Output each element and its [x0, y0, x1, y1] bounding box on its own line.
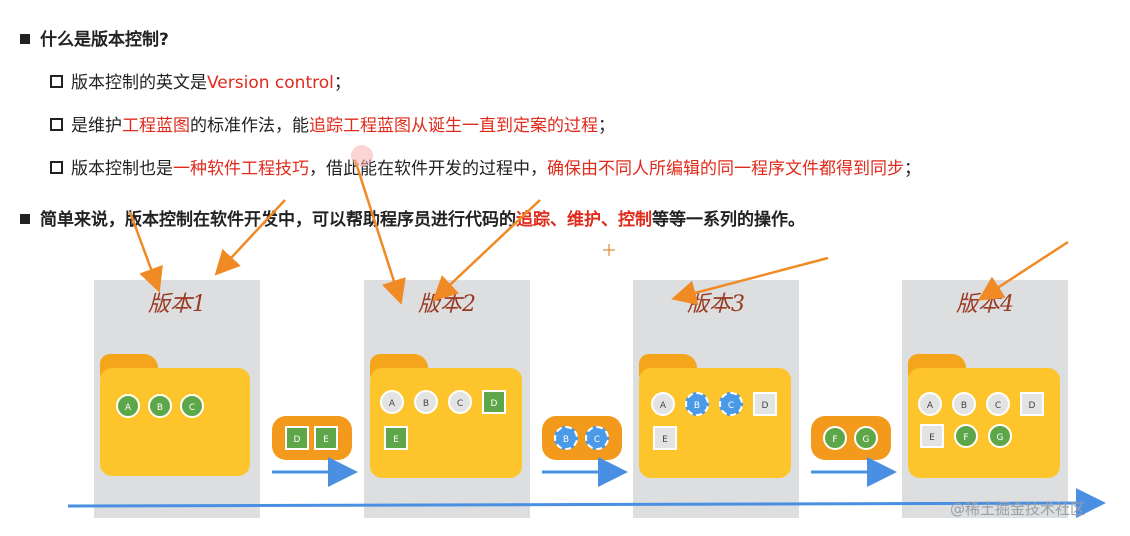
file-circle: G [854, 426, 878, 450]
watermark: @稀土掘金技术社区 [950, 500, 1086, 518]
file-square: E [920, 424, 944, 448]
change-set-3: F G [811, 416, 891, 460]
folder-icon: A B C D E [639, 368, 791, 478]
file-circle: C [180, 394, 204, 418]
summary-part1: 简单来说，版本控制在软件开发中，可以帮助程序员进行代码的 [40, 210, 516, 230]
change-set-1: D E [272, 416, 352, 460]
file-circle: B [148, 394, 172, 418]
heading-line: 什么是版本控制? [20, 28, 169, 52]
sub1-prefix: 版本控制的英文是 [71, 73, 207, 93]
file-circle: A [651, 392, 675, 416]
version-panel-1: 版本1 A B C [94, 280, 260, 518]
summary-line: 简单来说，版本控制在软件开发中，可以帮助程序员进行代码的追踪、维护、控制等等一系… [20, 208, 805, 232]
open-square-icon [50, 118, 63, 131]
sub3-part1: 版本控制也是 [71, 159, 173, 179]
sub3-highlight1: 一种软件工程技巧 [173, 159, 309, 179]
sub-bullet-1: 版本控制的英文是Version control； [50, 71, 351, 95]
file-square: E [653, 426, 677, 450]
sub1-highlight: Version control [207, 73, 334, 93]
file-circle: A [380, 390, 404, 414]
cursor-crosshair-icon [603, 244, 615, 256]
file-circle: B [414, 390, 438, 414]
sub2-part1: 是维护 [71, 116, 122, 136]
file-circle: A [918, 392, 942, 416]
summary-part2: 等等一系列的操作。 [652, 210, 805, 230]
file-square: E [384, 426, 408, 450]
folder-icon: A B C D E [370, 368, 522, 478]
open-square-icon [50, 161, 63, 174]
file-circle-changed: B [685, 392, 709, 416]
folder-icon: A B C D E F G [908, 368, 1060, 478]
sub1-suffix: ； [333, 73, 351, 93]
annotation-arrow [353, 159, 406, 305]
sub3-highlight2: 确保由不同人所编辑的同一程序文件都得到同步 [547, 159, 904, 179]
annotation-arrow [671, 256, 829, 305]
sub2-part3: ； [598, 116, 615, 136]
annotation-arrow [214, 199, 286, 276]
file-circle: C [448, 390, 472, 414]
version-panel-2: 版本2 A B C D E [364, 280, 530, 518]
folder-icon: A B C [100, 368, 250, 476]
sub2-highlight1: 工程蓝图 [122, 116, 190, 136]
open-square-icon [50, 75, 63, 88]
sub-bullet-2: 是维护工程蓝图的标准作法，能追踪工程蓝图从诞生一直到定案的过程； [50, 114, 615, 138]
annotation-arrow [128, 211, 163, 293]
sub3-part3: ； [904, 159, 921, 179]
timeline-arrow [67, 488, 1106, 519]
file-square: D [753, 392, 777, 416]
file-circle: G [988, 424, 1012, 448]
summary-highlight: 追踪、维护、控制 [516, 210, 652, 230]
file-circle: A [116, 394, 140, 418]
file-circle: F [954, 424, 978, 448]
file-circle: F [823, 426, 847, 450]
bullet-square-icon [20, 214, 30, 224]
file-square: D [285, 426, 309, 450]
file-circle-changed: B [554, 426, 578, 450]
bullet-square-icon [20, 34, 30, 44]
heading-text: 什么是版本控制? [40, 30, 169, 50]
file-square: D [482, 390, 506, 414]
file-circle-changed: C [719, 392, 743, 416]
annotation-arrow [977, 240, 1069, 301]
version-title: 版本1 [148, 292, 206, 317]
version-panel-4: 版本4 A B C D E F G [902, 280, 1068, 518]
file-circle: C [986, 392, 1010, 416]
sub2-part2: 的标准作法，能 [190, 116, 309, 136]
file-square: D [1020, 392, 1044, 416]
pointer-highlight [351, 145, 373, 167]
file-circle: B [952, 392, 976, 416]
change-set-2: B C [542, 416, 622, 460]
file-circle-changed: C [585, 426, 609, 450]
file-square: E [314, 426, 338, 450]
sub2-highlight2: 追踪工程蓝图从诞生一直到定案的过程 [309, 116, 598, 136]
annotation-arrow [432, 199, 541, 302]
